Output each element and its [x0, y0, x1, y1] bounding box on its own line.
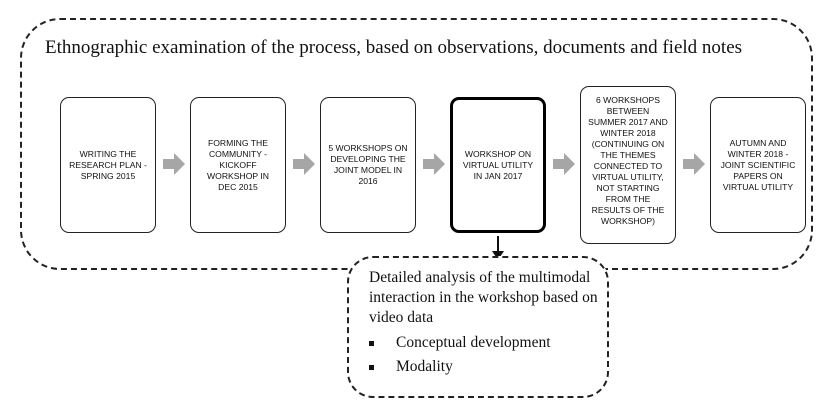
bullet-item: Conceptual development: [369, 331, 551, 355]
connector-line: [497, 236, 499, 253]
stage-label: 5 workshops on developing the joint mode…: [328, 143, 408, 186]
stage-six-workshops: 6 workshops between summer 2017 and wint…: [580, 86, 676, 244]
arrow-right-icon: [553, 153, 575, 175]
stage-label: Autumn and winter 2018 - joint scientifi…: [720, 137, 796, 192]
arrow-right-icon: [293, 153, 315, 175]
stage-label: Forming the community - kickoff workshop…: [207, 137, 269, 192]
bullet-label: Conceptual development: [396, 334, 551, 351]
arrow-down-icon: [492, 251, 504, 260]
square-bullet-icon: [369, 340, 374, 346]
arrow-right-icon: [163, 153, 185, 175]
arrow-right-icon: [423, 153, 445, 175]
stage-joint-model-workshops: 5 workshops on developing the joint mode…: [320, 97, 416, 233]
arrow-right-icon: [683, 153, 705, 175]
detail-bullet-list: Conceptual development Modality: [369, 331, 551, 379]
stage-label: Writing the research plan - spring 2015: [69, 148, 147, 181]
bullet-label: Modality: [396, 358, 453, 375]
bullet-item: Modality: [369, 355, 551, 379]
stage-research-plan: Writing the research plan - spring 2015: [60, 97, 156, 233]
stage-kickoff-workshop: Forming the community - kickoff workshop…: [190, 97, 286, 233]
detail-dashed-frame: [347, 256, 609, 398]
stage-joint-papers: Autumn and winter 2018 - joint scientifi…: [710, 97, 806, 233]
stage-virtual-utility-workshop: Workshop on virtual utility in Jan 2017: [450, 97, 546, 233]
outer-title: Ethnographic examination of the process,…: [45, 37, 743, 58]
stage-label: Workshop on virtual utility in Jan 2017: [462, 148, 534, 181]
square-bullet-icon: [369, 364, 374, 370]
detail-text: Detailed analysis of the multimodal inte…: [369, 269, 598, 327]
stage-label: 6 workshops between summer 2017 and wint…: [588, 95, 668, 226]
